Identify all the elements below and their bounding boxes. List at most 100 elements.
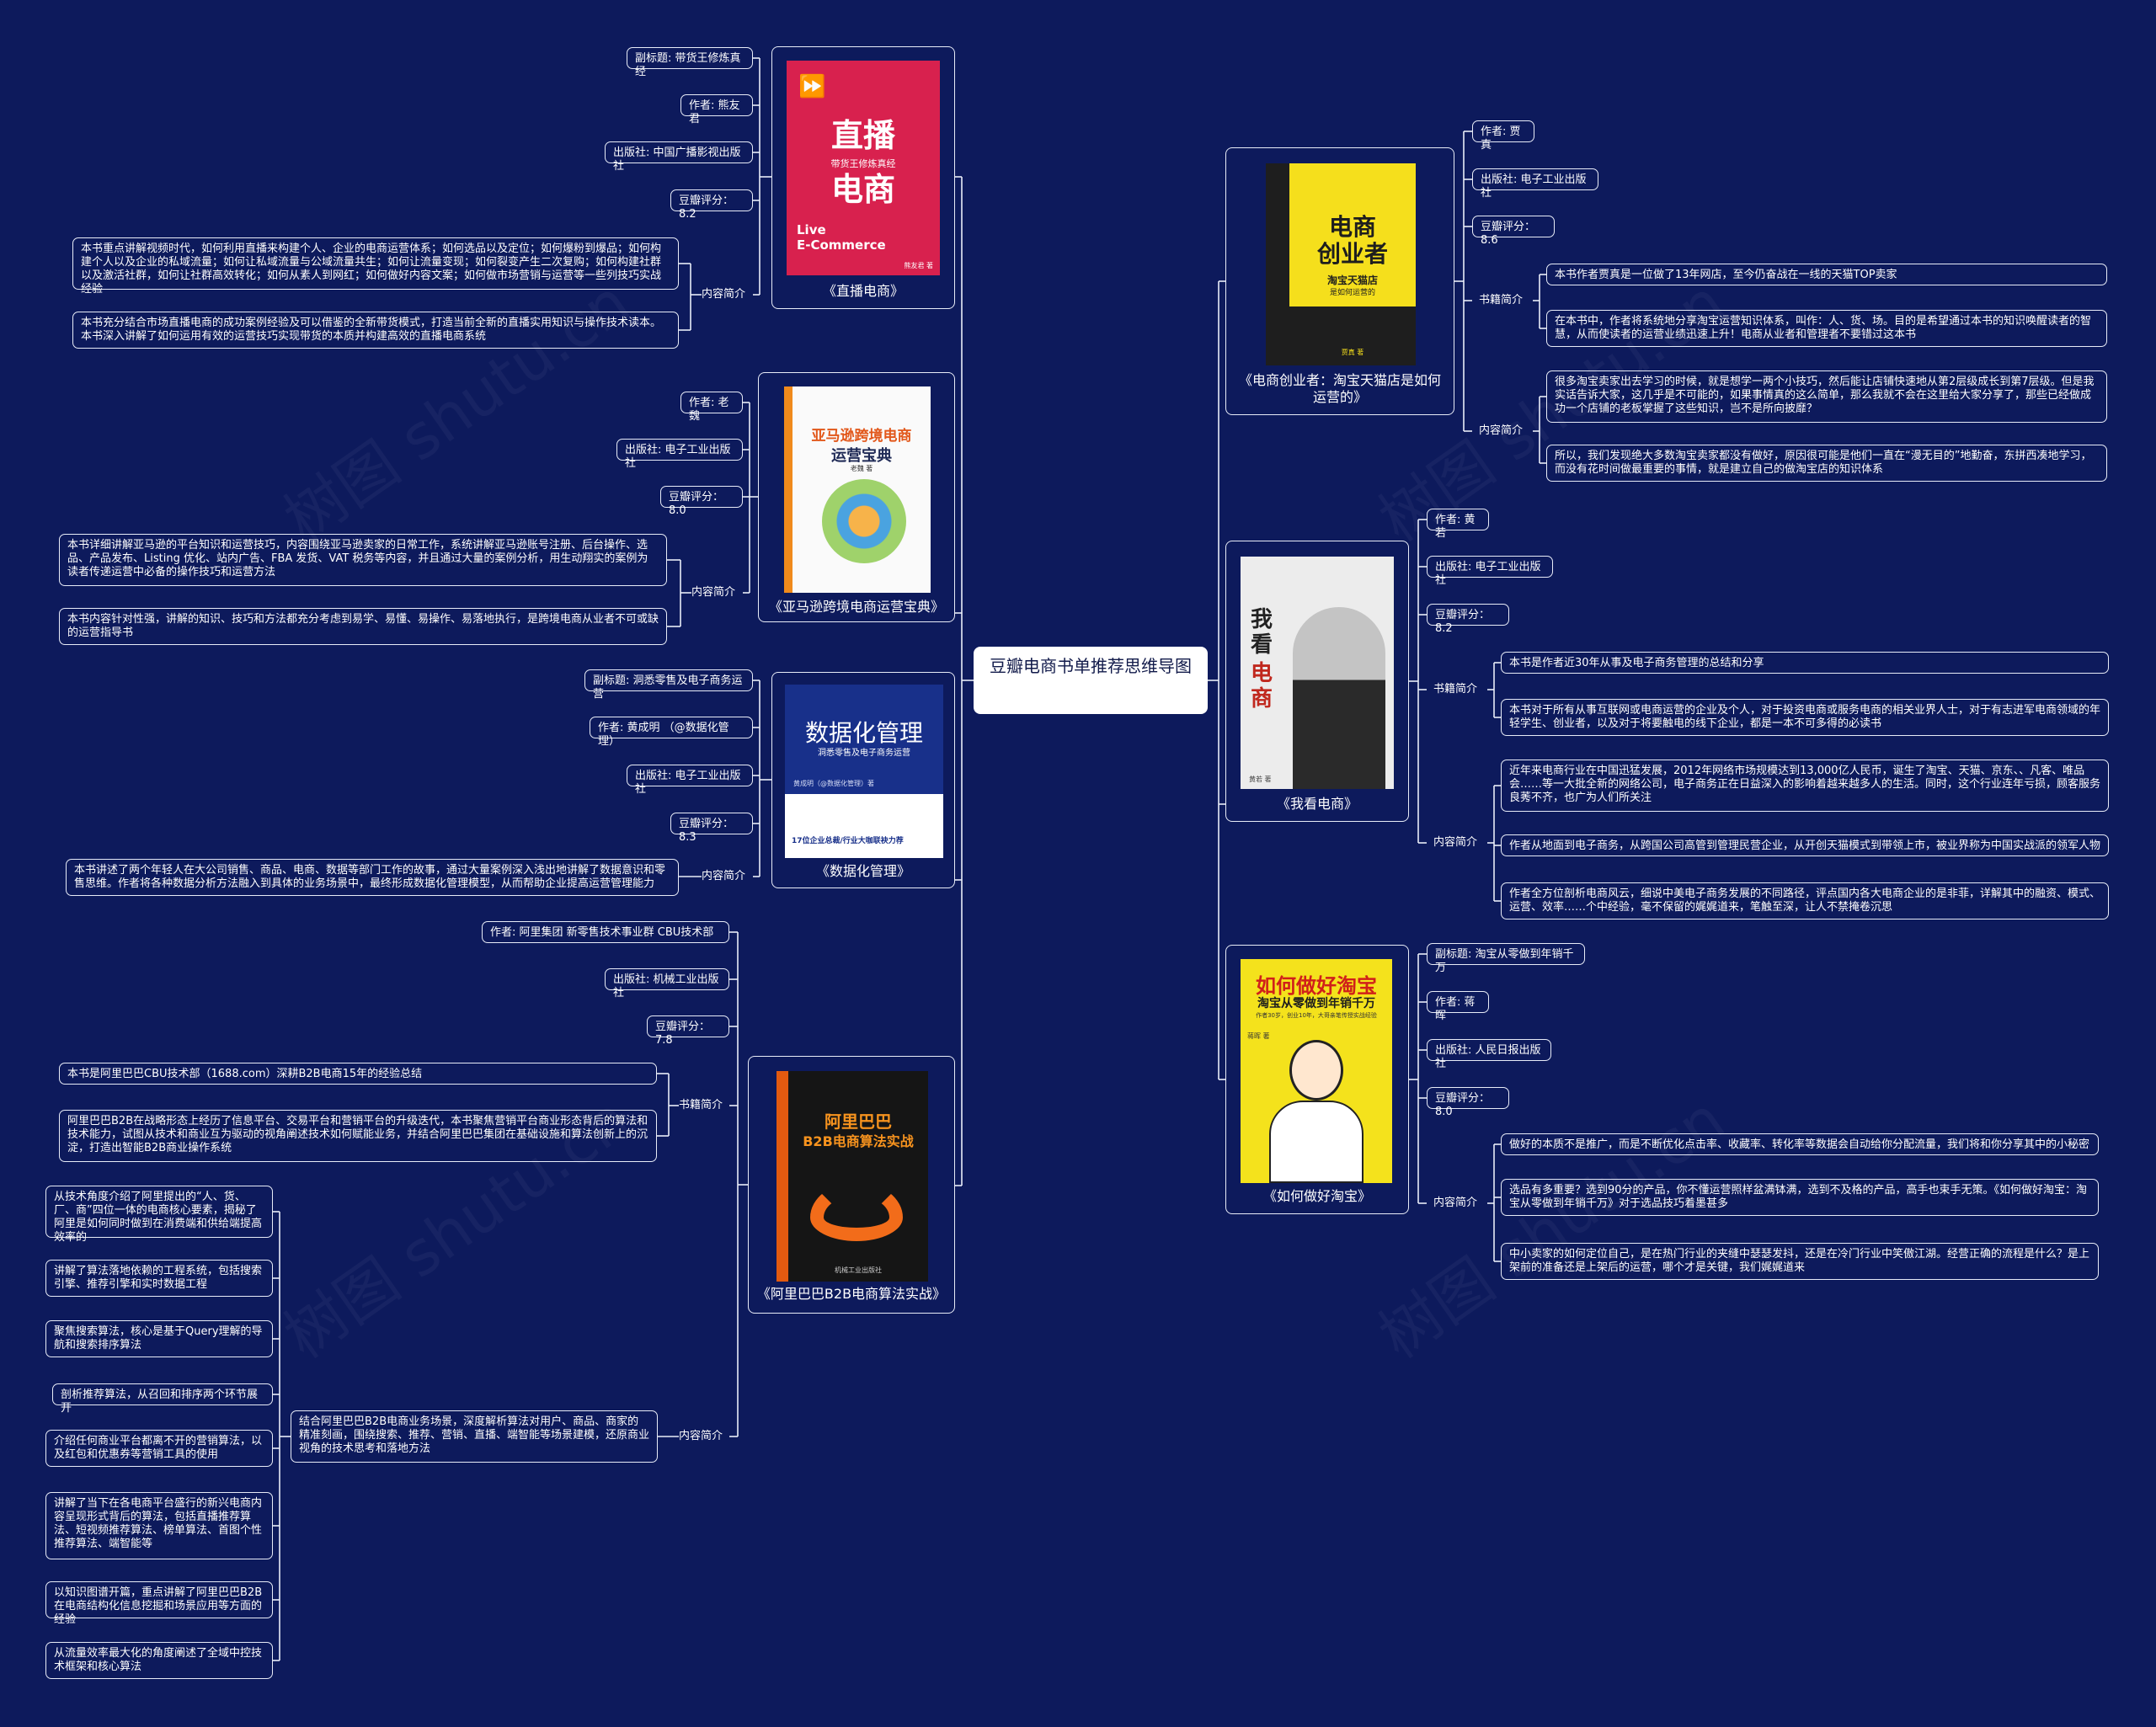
intro-label-alibaba[interactable]: 内容简介 <box>679 1430 723 1442</box>
intro-alibaba-point-7[interactable]: 以知识图谱开篇，重点讲解了阿里巴巴B2B在电商结构化信息挖掘和场景应用等方面的经… <box>45 1581 273 1626</box>
intro-label-chuangye[interactable]: 内容简介 <box>1479 424 1524 437</box>
book-card-wokan[interactable]: 我看 电商 黄若 著 《我看电商》 <box>1225 541 1409 822</box>
intro-alibaba-point-5[interactable]: 介绍任何商业平台都离不开的营销算法，以及红包和优惠券等营销工具的使用 <box>45 1430 273 1467</box>
summary-wokan-2[interactable]: 本书对于所有从事互联网或电商运营的企业及个人，对于投资电商或服务电商的相关业界人… <box>1501 699 2109 736</box>
rating-shuju[interactable]: 豆瓣评分：8.3 <box>670 813 753 844</box>
intro-alibaba-point-4[interactable]: 剖析推荐算法，从召回和排序两个环节展开 <box>52 1383 273 1415</box>
book-title-alibaba: 《阿里巴巴B2B电商算法实战》 <box>756 1286 947 1302</box>
publisher-shuju[interactable]: 出版社: 电子工业出版社 <box>627 765 753 796</box>
rating-taobao[interactable]: 豆瓣评分：8.0 <box>1427 1087 1509 1118</box>
cover-title-3: 作者30岁，创业10年，大哥亲笔传授实战经验 <box>1256 1012 1377 1019</box>
subtitle-zhibo[interactable]: 副标题: 带货王修炼真经 <box>627 47 753 78</box>
rating-zhibo[interactable]: 豆瓣评分：8.2 <box>670 189 753 221</box>
rating-amazon[interactable]: 豆瓣评分：8.0 <box>660 486 743 517</box>
book-card-chuangye[interactable]: 电商 创业者 淘宝天猫店 是如何运营的 贾真 著 《电商创业者：淘宝天猫店是如何… <box>1225 147 1454 415</box>
intro-wokan-1[interactable]: 近年来电商行业在中国迅猛发展，2012年网络市场规模达到13,000亿人民币，诞… <box>1501 760 2109 812</box>
publisher-zhibo[interactable]: 出版社: 中国广播影视出版社 <box>605 141 753 173</box>
intro-amazon-1[interactable]: 本书详细讲解亚马逊的平台知识和运营技巧，内容围绕亚马逊卖家的日常工作，系统讲解亚… <box>59 534 667 586</box>
book-card-zhibo[interactable]: ⏩ 直播 带货王修炼真经 电商 Live E-Commerce 熊友君 著 《直… <box>771 46 955 309</box>
intro-label-shuju[interactable]: 内容简介 <box>702 870 746 882</box>
intro-taobao-1[interactable]: 做好的本质不是推广，而是不断优化点击率、收藏率、转化率等数据会自动给你分配流量，… <box>1501 1133 2099 1155</box>
book-card-taobao[interactable]: 如何做好淘宝 淘宝从零做到年销千万 作者30岁，创业10年，大哥亲笔传授实战经验… <box>1225 945 1409 1214</box>
cover-title-2: 运营宝典 <box>831 447 892 465</box>
intro-shuju-1[interactable]: 本书讲述了两个年轻人在大公司销售、商品、电商、数据等部门工作的故事，通过大量案例… <box>66 859 679 896</box>
intro-label-taobao[interactable]: 内容简介 <box>1433 1197 1478 1209</box>
cover-title-2: 淘宝从零做到年销千万 <box>1257 997 1375 1010</box>
cover-spine <box>1266 163 1289 365</box>
author-amazon[interactable]: 作者: 老魏 <box>680 392 743 423</box>
cover-author: 熊友君 著 <box>904 262 933 269</box>
cover-title-1: 如何做好淘宝 <box>1256 974 1377 998</box>
rating-chuangye[interactable]: 豆瓣评分：8.6 <box>1472 216 1555 247</box>
publisher-alibaba[interactable]: 出版社: 机械工业出版社 <box>605 968 729 999</box>
cover-author: 老魏 著 <box>850 465 873 472</box>
author-shuju[interactable]: 作者: 黄成明 （@数据化管理） <box>590 717 753 748</box>
intro-zhibo-2[interactable]: 本书充分结合市场直播电商的成功案例经验及可以借鉴的全新带货模式，打造当前全新的直… <box>72 312 679 349</box>
cover-author: 黄成明（@数据化管理）著 <box>793 780 874 787</box>
summary-label-alibaba[interactable]: 书籍简介 <box>679 1099 723 1111</box>
intro-amazon-2[interactable]: 本书内容针对性强，讲解的知识、技巧和方法都充分考虑到易学、易懂、易操作、易落地执… <box>59 608 667 645</box>
summary-chuangye-2[interactable]: 在本书中，作者将系统地分享淘宝运营知识体系，叫作：人、货、场。目的是希望通过本书… <box>1546 310 2107 347</box>
intro-wokan-3[interactable]: 作者全方位剖析电商风云，细说中美电子商务发展的不同路径，评点国内各大电商企业的是… <box>1501 882 2109 919</box>
cover-title-1: 直播 <box>830 117 895 154</box>
intro-label-wokan[interactable]: 内容简介 <box>1433 836 1478 849</box>
intro-label-zhibo[interactable]: 内容简介 <box>702 288 746 301</box>
summary-chuangye-1[interactable]: 本书作者贾真是一位做了13年网店，至今仍奋战在一线的天猫TOP卖家 <box>1546 264 2107 285</box>
book-card-alibaba[interactable]: 阿里巴巴 B2B电商算法实战 机械工业出版社 《阿里巴巴B2B电商算法实战》 <box>748 1056 955 1314</box>
cover-tagline: 带货王修炼真经 <box>830 158 896 169</box>
book-title-amazon: 《亚马逊跨境电商运营宝典》 <box>768 599 944 615</box>
subtitle-taobao[interactable]: 副标题: 淘宝从零做到年销千万 <box>1427 943 1585 974</box>
intro-alibaba-point-3[interactable]: 聚焦搜索算法，核心是基于Query理解的导航和搜索排序算法 <box>45 1320 273 1357</box>
author-zhibo[interactable]: 作者: 熊友君 <box>680 94 753 125</box>
book-title-chuangye: 《电商创业者：淘宝天猫店是如何运营的》 <box>1238 372 1441 405</box>
intro-alibaba-point-2[interactable]: 讲解了算法落地依赖的工程系统，包括搜索引擎、推荐引擎和实时数据工程 <box>45 1260 273 1297</box>
intro-taobao-2[interactable]: 选品有多重要？选到90分的产品，你不懂运营照样盆满钵满，选到不及格的产品，高手也… <box>1501 1179 2099 1216</box>
cover-en-1: Live <box>797 222 826 237</box>
publisher-taobao[interactable]: 出版社: 人民日报出版社 <box>1427 1039 1551 1070</box>
intro-chuangye-2[interactable]: 所以，我们发现绝大多数淘宝卖家都没有做好，原因很可能是他们一直在“漫无目的”地勤… <box>1546 445 2107 482</box>
intro-chuangye-1[interactable]: 很多淘宝卖家出去学习的时候，就是想学一两个小技巧，然后能让店铺快速地从第2层级成… <box>1546 370 2107 423</box>
summary-label-chuangye[interactable]: 书籍简介 <box>1479 294 1524 306</box>
book-title-taobao: 《如何做好淘宝》 <box>1262 1188 1371 1204</box>
cover-lower-band <box>1289 306 1416 365</box>
intro-zhibo-1[interactable]: 本书重点讲解视频时代，如何利用直播来构建个人、企业的电商运营体系；如何选品以及定… <box>72 237 679 296</box>
cover-title-2: B2B电商算法实战 <box>803 1133 914 1149</box>
book-card-shuju[interactable]: 数据化管理 洞悉零售及电子商务运营 黄成明（@数据化管理）著 17位企业总裁/行… <box>771 672 955 888</box>
author-wokan[interactable]: 作者: 黄若 <box>1427 509 1489 540</box>
summary-wokan-1[interactable]: 本书是作者近30年从事及电子商务管理的总结和分享 <box>1501 652 2109 674</box>
cartoon-face-icon <box>1289 1040 1343 1101</box>
globe-icon <box>822 479 906 563</box>
publisher-amazon[interactable]: 出版社: 电子工业出版社 <box>616 439 743 470</box>
author-chuangye[interactable]: 作者: 贾真 <box>1472 120 1534 152</box>
cover-title-4: 是如何运营的 <box>1329 289 1375 297</box>
summary-alibaba-2[interactable]: 阿里巴巴B2B在战略形态上经历了信息平台、交易平台和营销平台的升级迭代，本书聚焦… <box>59 1110 657 1162</box>
summary-label-wokan[interactable]: 书籍简介 <box>1433 683 1478 696</box>
book-title-wokan: 《我看电商》 <box>1276 796 1358 812</box>
cover-title-1: 阿里巴巴 <box>825 1111 892 1132</box>
rating-wokan[interactable]: 豆瓣评分：8.2 <box>1427 604 1509 635</box>
book-cover-shuju: 数据化管理 洞悉零售及电子商务运营 黄成明（@数据化管理）著 17位企业总裁/行… <box>785 685 943 858</box>
intro-label-amazon[interactable]: 内容简介 <box>691 586 736 599</box>
cover-footer: 17位企业总裁/行业大咖联袂力荐 <box>792 837 904 845</box>
author-portrait <box>1293 607 1385 789</box>
fast-forward-icon: ⏩ <box>798 74 826 99</box>
subtitle-shuju[interactable]: 副标题: 洞悉零售及电子商务运营 <box>584 669 753 701</box>
book-cover-zhibo: ⏩ 直播 带货王修炼真经 电商 Live E-Commerce 熊友君 著 <box>787 61 940 275</box>
book-card-amazon[interactable]: 亚马逊跨境电商 运营宝典 老魏 著 《亚马逊跨境电商运营宝典》 <box>758 372 955 622</box>
publisher-wokan[interactable]: 出版社: 电子工业出版社 <box>1427 556 1553 587</box>
intro-alibaba-point-1[interactable]: 从技术角度介绍了阿里提出的“人、货、厂、商”四位一体的电商核心要素，揭秘了阿里是… <box>45 1186 273 1244</box>
publisher-chuangye[interactable]: 出版社: 电子工业出版社 <box>1472 168 1598 200</box>
intro-alibaba-point-6[interactable]: 讲解了当下在各电商平台盛行的新兴电商内容呈现形式背后的算法，包括直播推荐算法、短… <box>45 1492 273 1559</box>
summary-alibaba-1[interactable]: 本书是阿里巴巴CBU技术部（1688.com）深耕B2B电商15年的经验总结 <box>59 1063 657 1085</box>
intro-wokan-2[interactable]: 作者从地面到电子商务，从跨国公司高管到管理民营企业，从开创天猫模式到带领上市，被… <box>1501 834 2109 856</box>
cartoon-body-icon <box>1269 1101 1364 1183</box>
root-topic[interactable]: 豆瓣电商书单推荐思维导图 <box>974 647 1208 714</box>
intro-taobao-3[interactable]: 中小卖家的如何定位自己，是在热门行业的夹缝中瑟瑟发抖，还是在冷门行业中笑傲江湖。… <box>1501 1243 2099 1280</box>
intro-alibaba-main[interactable]: 结合阿里巴巴B2B电商业务场景，深度解析算法对用户、商品、商家的精准刻画，围绕搜… <box>291 1410 658 1463</box>
author-alibaba[interactable]: 作者: 阿里集团 新零售技术事业群 CBU技术部 <box>482 921 729 943</box>
author-taobao[interactable]: 作者: 蒋晖 <box>1427 991 1489 1022</box>
rating-alibaba[interactable]: 豆瓣评分：7.8 <box>647 1015 729 1047</box>
intro-alibaba-point-8[interactable]: 从流量效率最大化的角度阐述了全域中控技术框架和核心算法 <box>45 1642 273 1679</box>
book-title-shuju: 《数据化管理》 <box>815 863 910 879</box>
